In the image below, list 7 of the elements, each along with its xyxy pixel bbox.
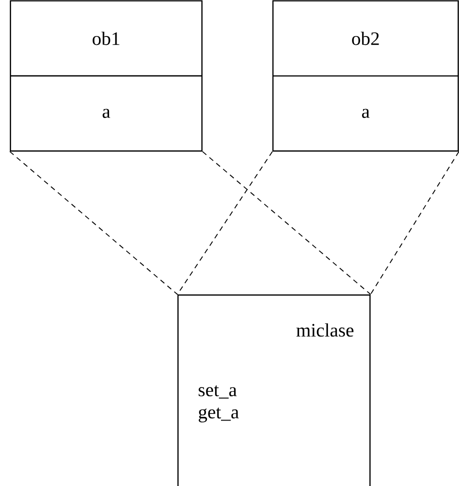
dashed-line <box>176 151 273 295</box>
class-box: miclase set_a get_a <box>177 294 371 486</box>
dashed-line <box>9 151 178 295</box>
object-box: ob1 a <box>10 0 203 152</box>
object-box: ob2 a <box>272 0 459 152</box>
dashed-line <box>370 151 459 295</box>
dashed-line <box>202 151 372 295</box>
